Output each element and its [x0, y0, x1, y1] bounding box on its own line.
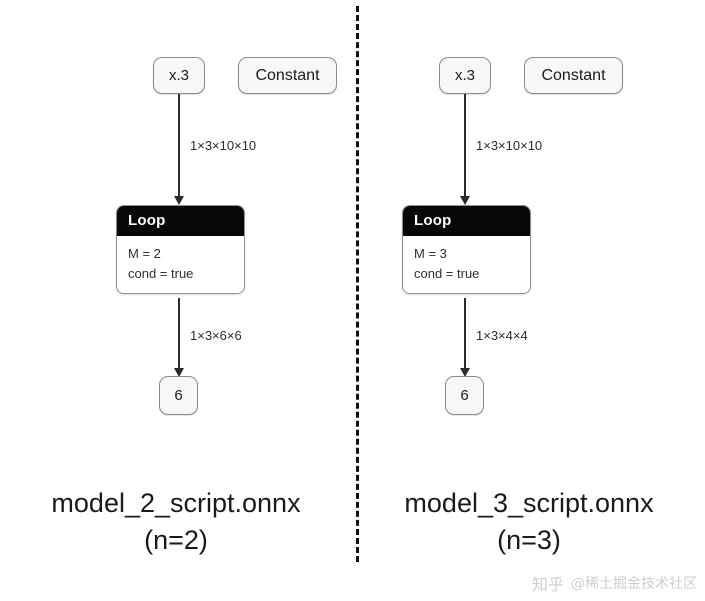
- caption-left-sub: (n=2): [144, 525, 208, 555]
- loop-header-title: Loop: [117, 206, 244, 236]
- node-output-6[interactable]: 6: [159, 376, 198, 415]
- graph-left: x.3 Constant 1×3×10×10 Loop M = 2 cond =…: [0, 0, 352, 460]
- edge-label-loop-to-output: 1×3×4×4: [476, 328, 528, 343]
- node-constant[interactable]: Constant: [524, 57, 623, 94]
- panel-right: x.3 Constant 1×3×10×10 Loop M = 3 cond =…: [353, 0, 705, 601]
- arrowhead-input-to-loop: [460, 196, 470, 205]
- node-output-6[interactable]: 6: [445, 376, 484, 415]
- panel-left: x.3 Constant 1×3×10×10 Loop M = 2 cond =…: [0, 0, 352, 601]
- caption-left: model_2_script.onnx (n=2): [0, 485, 352, 559]
- edge-label-loop-to-output: 1×3×6×6: [190, 328, 242, 343]
- arrowhead-loop-to-output: [174, 368, 184, 377]
- node-loop[interactable]: Loop M = 2 cond = true: [116, 205, 245, 294]
- loop-header-title: Loop: [403, 206, 530, 236]
- loop-attr-m: M = 2: [128, 246, 161, 261]
- edge-input-to-loop: [464, 94, 466, 198]
- caption-left-title: model_2_script.onnx: [51, 488, 301, 518]
- edge-loop-to-output: [178, 298, 180, 374]
- loop-attr-m: M = 3: [414, 246, 447, 261]
- loop-attr-cond: cond = true: [128, 266, 194, 281]
- watermark: 知乎 @稀土掘金技术社区: [532, 571, 697, 595]
- caption-right: model_3_script.onnx (n=3): [353, 485, 705, 559]
- arrowhead-loop-to-output: [460, 368, 470, 377]
- loop-body: M = 3 cond = true: [403, 236, 530, 293]
- node-loop[interactable]: Loop M = 3 cond = true: [402, 205, 531, 294]
- edge-label-input-to-loop: 1×3×10×10: [190, 138, 257, 153]
- edge-input-to-loop: [178, 94, 180, 198]
- panel-divider: [356, 6, 359, 562]
- node-input-x3[interactable]: x.3: [153, 57, 205, 94]
- caption-right-sub: (n=3): [497, 525, 561, 555]
- loop-attr-cond: cond = true: [414, 266, 480, 281]
- zhihu-logo: 知乎: [531, 575, 564, 594]
- node-input-x3[interactable]: x.3: [439, 57, 491, 94]
- arrowhead-input-to-loop: [174, 196, 184, 205]
- watermark-text: @稀土掘金技术社区: [571, 576, 697, 592]
- edge-loop-to-output: [464, 298, 466, 374]
- node-constant[interactable]: Constant: [238, 57, 337, 94]
- edge-label-input-to-loop: 1×3×10×10: [476, 138, 543, 153]
- caption-right-title: model_3_script.onnx: [404, 488, 654, 518]
- graph-right: x.3 Constant 1×3×10×10 Loop M = 3 cond =…: [353, 0, 705, 460]
- loop-body: M = 2 cond = true: [117, 236, 244, 293]
